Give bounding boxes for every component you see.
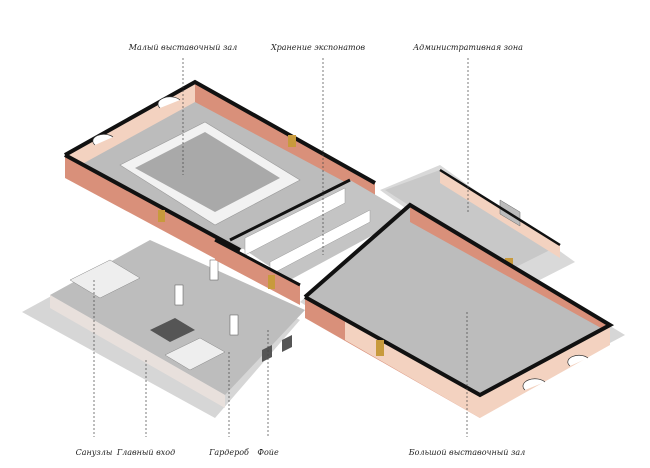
label-small-hall: Малый выставочный зал [128,43,238,52]
large-exhibition-hall [303,202,615,418]
label-storage: Хранение экспонатов [270,43,366,52]
leader-lines [93,58,469,437]
label-foyer: Фойе [257,448,279,457]
label-admin: Административная зона [413,43,523,52]
label-main-entrance: Главный вход [116,448,176,457]
label-restrooms: Санузлы [75,448,113,457]
label-large-hall: Большой выставочный зал [408,448,526,457]
label-cloakroom: Гардероб [209,448,249,457]
lobby-block [50,238,305,408]
storage-area [229,178,410,280]
